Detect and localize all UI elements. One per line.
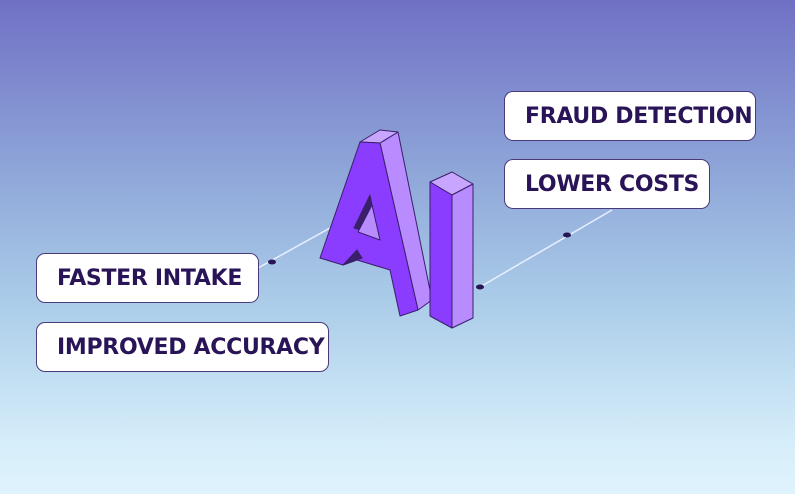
letter-i-3d — [429, 171, 474, 329]
connector-dot — [476, 284, 484, 290]
label-lower-costs: LOWER COSTS — [504, 159, 710, 209]
connector-dot — [563, 232, 571, 238]
connector-dot — [268, 259, 276, 265]
label-faster-intake: FASTER INTAKE — [36, 253, 259, 303]
label-text: IMPROVED ACCURACY — [57, 334, 325, 360]
label-text: LOWER COSTS — [525, 171, 700, 197]
label-text: FASTER INTAKE — [57, 265, 243, 291]
label-fraud-detection: FRAUD DETECTION — [504, 91, 756, 141]
letter-a-3d — [319, 129, 433, 317]
label-text: FRAUD DETECTION — [525, 103, 753, 129]
label-improved-accuracy: IMPROVED ACCURACY — [36, 322, 329, 372]
connector-line-right — [479, 209, 613, 288]
